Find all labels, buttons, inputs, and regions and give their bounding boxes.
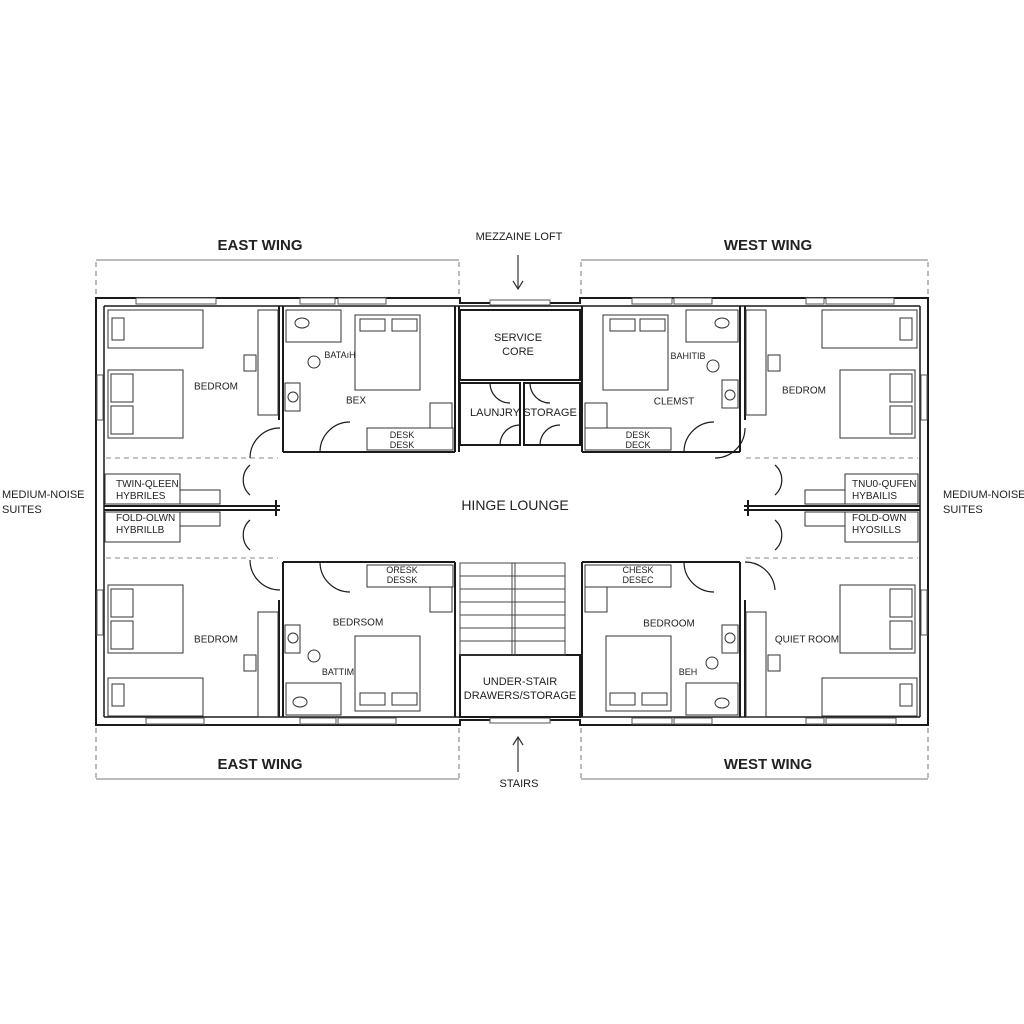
room-sw-suite[interactable]: BEDRSOM bbox=[332, 617, 384, 629]
room-ne-suite-bath[interactable]: BAHITIB bbox=[670, 351, 706, 361]
room-sw-bedroom[interactable]: BEDROM bbox=[194, 634, 238, 646]
nw-suite-desk-line1: DESK bbox=[389, 430, 415, 440]
right-side-label-line2: SUITES bbox=[943, 504, 983, 516]
room-quiet-room[interactable]: QUIET ROOM bbox=[774, 634, 840, 646]
se-suite-desk-line2: DESEC bbox=[622, 575, 654, 585]
hybrid-right-top-line1: TNU0-QUFEN bbox=[852, 479, 917, 490]
nw-suite-desk: DESK DESK bbox=[390, 430, 415, 450]
hybrid-right-top-line2: HYBAILIS bbox=[852, 491, 898, 502]
hybrid-left-bottom[interactable]: FOLD-OLWN HYBRILLB bbox=[116, 513, 175, 537]
left-side-label: MEDIUM-NOISE SUITES bbox=[2, 488, 85, 518]
service-core-line1: SERVICE bbox=[493, 332, 543, 344]
right-side-label-line1: MEDIUM-NOISE bbox=[943, 489, 1024, 501]
bottom-west-wing-label: WEST WING bbox=[723, 756, 813, 773]
room-nw-bedroom[interactable]: BEDROM bbox=[194, 381, 238, 393]
hybrid-left-top-line2: HYBRILES bbox=[116, 491, 166, 502]
hybrid-right-top[interactable]: TNU0-QUFEN HYBAILIS bbox=[852, 479, 916, 503]
left-side-label-line2: SUITES bbox=[2, 504, 42, 516]
hybrid-left-bottom-line1: FOLD-OLWN bbox=[116, 513, 176, 524]
room-nw-suite[interactable]: BEX bbox=[345, 395, 367, 407]
hinge-lounge-label[interactable]: HINGE LOUNGE bbox=[461, 497, 569, 513]
under-stair-label[interactable]: UNDER-STAIR DRAWERS/STORAGE bbox=[464, 675, 576, 703]
left-side-label-line1: MEDIUM-NOISE bbox=[2, 489, 85, 501]
top-west-wing-label: WEST WING bbox=[723, 237, 813, 254]
ne-suite-desk: DESK DECK bbox=[625, 430, 650, 450]
mezzanine-loft-label: MEZZAINE LOFT bbox=[475, 231, 563, 243]
right-side-label: MEDIUM-NOISE SUITES bbox=[943, 488, 1024, 518]
laundry-label[interactable]: LAUNJRY bbox=[470, 407, 520, 419]
top-east-wing-label: EAST WING bbox=[217, 237, 303, 254]
bottom-east-wing-label: EAST WING bbox=[217, 756, 303, 773]
hybrid-left-bottom-line2: HYBRILLB bbox=[116, 525, 165, 536]
service-core-label[interactable]: SERVICE CORE bbox=[494, 331, 542, 359]
room-ne-bedroom[interactable]: BEDROM bbox=[782, 385, 826, 397]
room-nw-suite-bath[interactable]: BATAıH bbox=[324, 350, 356, 360]
hybrid-right-bottom-line1: FOLD-OWN bbox=[852, 513, 907, 524]
room-ne-suite[interactable]: CLEMST bbox=[653, 396, 695, 408]
outer-wall bbox=[95, 297, 929, 726]
hybrid-right-bottom-line2: HYOSILLS bbox=[852, 525, 901, 536]
room-se-suite[interactable]: BEDROOM bbox=[643, 618, 695, 630]
sw-suite-desk: ORESK DESSK bbox=[386, 565, 418, 585]
sw-suite-desk-line2: DESSK bbox=[386, 575, 418, 585]
hybrid-left-top-line1: TWIN-QLEEN bbox=[116, 479, 179, 490]
se-suite-desk-line1: CHESK bbox=[622, 565, 654, 575]
room-sw-suite-bath[interactable]: BATTIM bbox=[321, 667, 355, 677]
under-stair-line1: UNDER-STAIR bbox=[482, 676, 558, 688]
room-se-suite-bath[interactable]: BEH bbox=[678, 667, 698, 677]
under-stair-line2: DRAWERS/STORAGE bbox=[463, 690, 577, 702]
ne-suite-desk-line1: DESK bbox=[625, 430, 651, 440]
sw-suite-desk-line1: ORESK bbox=[386, 565, 418, 575]
nw-suite-desk-line2: DESK bbox=[389, 440, 415, 450]
se-suite-desk: CHESK DESEC bbox=[622, 565, 653, 585]
hybrid-left-top[interactable]: TWIN-QLEEN HYBRILES bbox=[116, 479, 179, 503]
service-core-line2: CORE bbox=[502, 346, 534, 358]
storage-label[interactable]: STORAGE bbox=[523, 407, 577, 419]
stairs-label: STAIRS bbox=[499, 778, 539, 790]
ne-suite-desk-line2: DECK bbox=[625, 440, 651, 450]
hybrid-right-bottom[interactable]: FOLD-OWN HYOSILLS bbox=[852, 513, 906, 537]
